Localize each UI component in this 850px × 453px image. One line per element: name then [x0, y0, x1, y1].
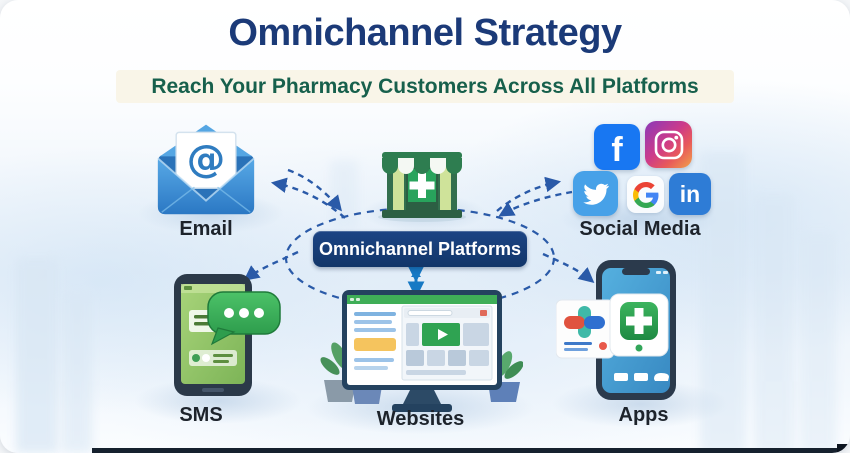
pharmacy-storefront-icon	[378, 152, 466, 222]
apps-channel: Apps	[555, 258, 692, 426]
twitter-icon	[573, 171, 618, 216]
social-media-channel: f in Social Media	[568, 118, 712, 240]
apps-label: Apps	[618, 404, 669, 426]
bottom-edge-nub	[837, 444, 850, 453]
subtitle-banner: Reach Your Pharmacy Customers Across All…	[116, 70, 734, 103]
chat-bubble	[207, 291, 281, 346]
subtitle-text: Reach Your Pharmacy Customers Across All…	[151, 74, 699, 98]
linkedin-glyph: in	[679, 180, 701, 207]
pharmacy-app-phone-icon	[555, 260, 676, 400]
social-media-label: Social Media	[579, 218, 701, 240]
sms-channel: SMS	[146, 272, 296, 426]
skyline-shape	[16, 258, 58, 453]
google-icon	[627, 176, 664, 213]
sms-phone-chat-icon	[174, 274, 281, 396]
app-icon-card	[609, 293, 669, 357]
skyline-shape	[62, 292, 92, 453]
arrow-social-to-center	[498, 190, 573, 217]
sms-label: SMS	[179, 404, 223, 426]
instagram-icon	[645, 121, 692, 168]
email-label: Email	[179, 218, 233, 240]
page-title: Omnichannel Strategy	[228, 12, 622, 54]
email-envelope-icon: @	[157, 124, 255, 215]
skyline-shape	[330, 160, 358, 230]
desktop-website-icon	[320, 290, 524, 412]
omnichannel-platforms-box: Omnichannel Platforms	[313, 231, 527, 267]
arrow-center-to-social	[496, 176, 562, 212]
facebook-glyph: f	[611, 130, 623, 169]
skyline-shape	[800, 232, 836, 453]
websites-label: Websites	[376, 408, 465, 430]
linkedin-icon: in	[669, 173, 711, 215]
websites-channel: Websites	[318, 290, 524, 430]
store-awning	[382, 152, 462, 174]
bottom-edge-bar	[92, 448, 850, 453]
email-channel: @ Email	[148, 116, 264, 240]
at-symbol: @	[187, 137, 225, 182]
pharmacy-logo-card	[555, 299, 615, 359]
facebook-icon: f	[594, 124, 640, 170]
skyline-shape	[754, 194, 794, 453]
